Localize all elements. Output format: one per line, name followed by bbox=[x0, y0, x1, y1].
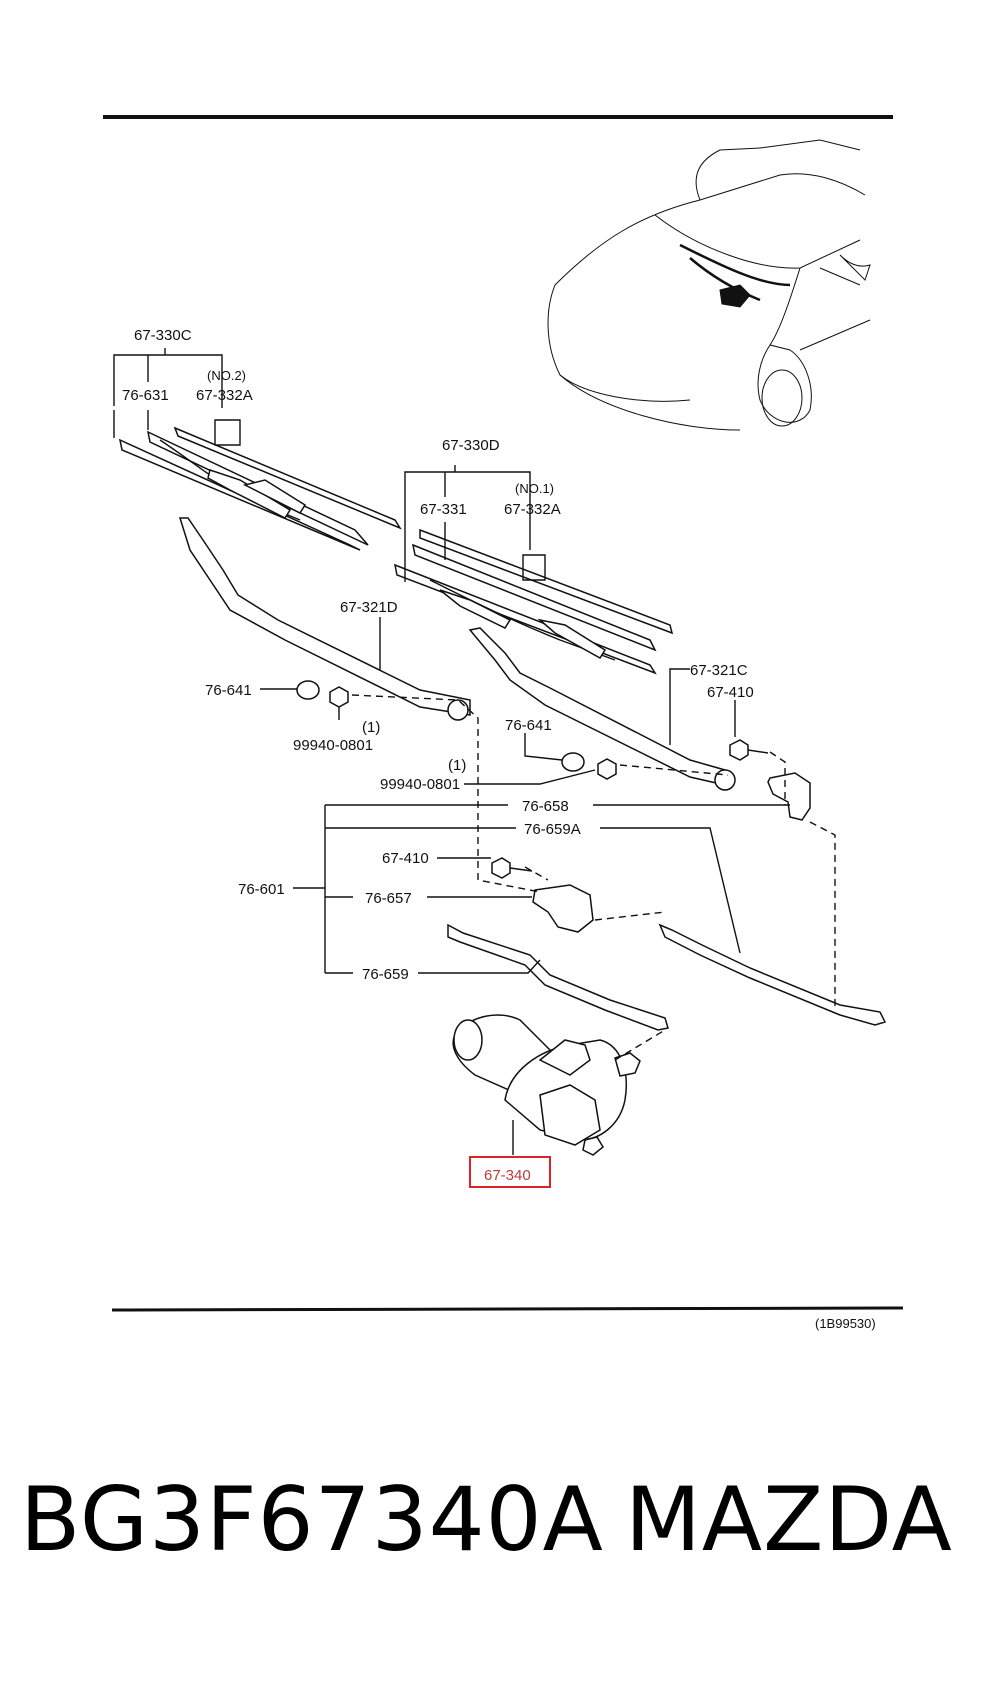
label-insert-left: 67-332A bbox=[196, 387, 253, 404]
brand-name: MAZDA bbox=[625, 1468, 953, 1571]
motor-highlight-box bbox=[469, 1156, 551, 1188]
right-nut bbox=[597, 758, 617, 780]
label-motor: 67-340 bbox=[484, 1167, 531, 1184]
label-wiper-set-right: 67-330D bbox=[442, 437, 500, 454]
wiper-motor bbox=[452, 1014, 641, 1156]
part-number: BG3F67340A bbox=[20, 1468, 604, 1571]
mid-bolt bbox=[491, 857, 533, 879]
label-linkage-assy: 76-601 bbox=[238, 881, 285, 898]
left-wiper-blade bbox=[118, 426, 402, 551]
label-arm-right: 67-321C bbox=[690, 662, 748, 679]
right-link-rod bbox=[658, 923, 887, 1026]
label-pivot-left: 76-657 bbox=[365, 890, 412, 907]
label-bolt-mid: 67-410 bbox=[382, 850, 429, 867]
car-locator-illustration bbox=[547, 139, 871, 431]
right-wiper-arm bbox=[468, 627, 736, 791]
label-qty-left: (1) bbox=[362, 719, 380, 736]
label-blade-left: 76-631 bbox=[122, 387, 169, 404]
label-link-left: 76-659 bbox=[362, 966, 409, 983]
figure-reference: (1B99530) bbox=[815, 1316, 876, 1331]
label-wiper-set-left: 67-330C bbox=[134, 327, 192, 344]
label-nut-left: 99940-0801 bbox=[293, 737, 373, 754]
label-arm-left: 67-321D bbox=[340, 599, 398, 616]
right-wiper-blade bbox=[393, 528, 674, 675]
label-cap-left: 76-641 bbox=[205, 682, 252, 699]
leader-lines bbox=[113, 348, 790, 1155]
label-blade-right: 67-331 bbox=[420, 501, 467, 518]
left-nut bbox=[329, 686, 349, 708]
label-pivot-right: 76-658 bbox=[522, 798, 569, 815]
label-link-right: 76-659A bbox=[524, 821, 581, 838]
left-pivot-bracket bbox=[532, 884, 594, 933]
left-link-rod bbox=[447, 923, 669, 1031]
label-nut-right: 99940-0801 bbox=[380, 776, 460, 793]
top-bolt bbox=[729, 739, 769, 761]
label-no2: (NO.2) bbox=[207, 368, 246, 383]
left-pivot-cap bbox=[296, 680, 320, 700]
label-no1: (NO.1) bbox=[515, 481, 554, 496]
assembly-dashes bbox=[351, 694, 836, 1061]
label-insert-right: 67-332A bbox=[504, 501, 561, 518]
right-pivot-cap bbox=[561, 752, 585, 772]
bottom-rule bbox=[111, 1306, 904, 1312]
label-cap-right: 76-641 bbox=[505, 717, 552, 734]
label-qty-right: (1) bbox=[448, 757, 466, 774]
right-pivot-bracket bbox=[767, 772, 811, 821]
label-bolt-top: 67-410 bbox=[707, 684, 754, 701]
